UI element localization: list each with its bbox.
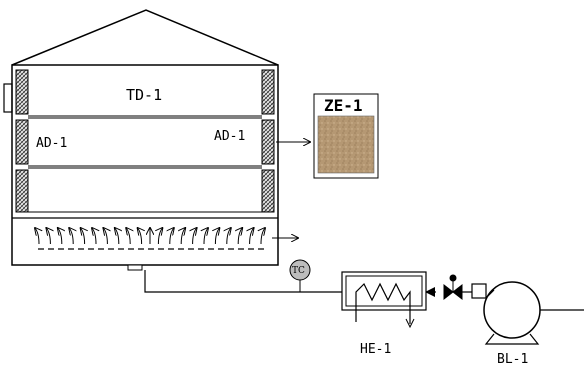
dryer-building: [3, 9, 279, 266]
zeolite-sample-image: [317, 115, 375, 174]
airflow-arrow: [58, 228, 62, 245]
airflow-arrow: [126, 228, 130, 245]
airflow-arrows: [35, 228, 265, 245]
heat-exchanger: HE-1: [341, 271, 427, 357]
dryer-shelves: [12, 115, 278, 219]
product-label: ZE-1: [324, 96, 363, 115]
left-adsorber-label: AD-1: [36, 136, 67, 151]
temperature-controller: TC: [289, 259, 311, 281]
flow-valve: [443, 274, 463, 301]
airflow-arrow: [158, 228, 162, 245]
airflow-arrow: [69, 228, 73, 245]
airflow-arrow: [92, 228, 96, 245]
dryer-label: TD-1: [126, 86, 162, 104]
blower-label: BL-1: [497, 352, 528, 367]
airflow-arrow: [204, 228, 208, 245]
airflow-arrow: [35, 228, 39, 245]
airflow-arrow: [170, 228, 174, 245]
right-adsorber-label: AD-1: [214, 129, 245, 144]
blower: BL-1: [471, 281, 541, 367]
airflow-arrow: [238, 228, 242, 245]
side-hatch: [3, 83, 13, 113]
airflow-arrow: [46, 228, 50, 245]
airflow-arrow: [250, 228, 254, 245]
airflow-arrow: [227, 228, 231, 245]
airflow-arrow: [103, 228, 107, 245]
airflow-arrow: [81, 228, 85, 245]
airflow-arrow: [215, 228, 219, 245]
tc-label: TC: [292, 266, 305, 276]
adsorbent-blocks-left: [15, 69, 29, 213]
airflow-arrow: [115, 228, 119, 245]
airflow-arrow: [138, 228, 142, 245]
adsorbent-blocks-right: [261, 69, 275, 213]
airflow-arrow: [181, 228, 185, 245]
inlet-nozzle: [127, 264, 143, 271]
airflow-arrow: [193, 228, 197, 245]
product-sample-box: ZE-1: [313, 93, 379, 179]
heat-exchanger-label: HE-1: [360, 342, 391, 357]
airflow-arrow: [261, 228, 265, 245]
